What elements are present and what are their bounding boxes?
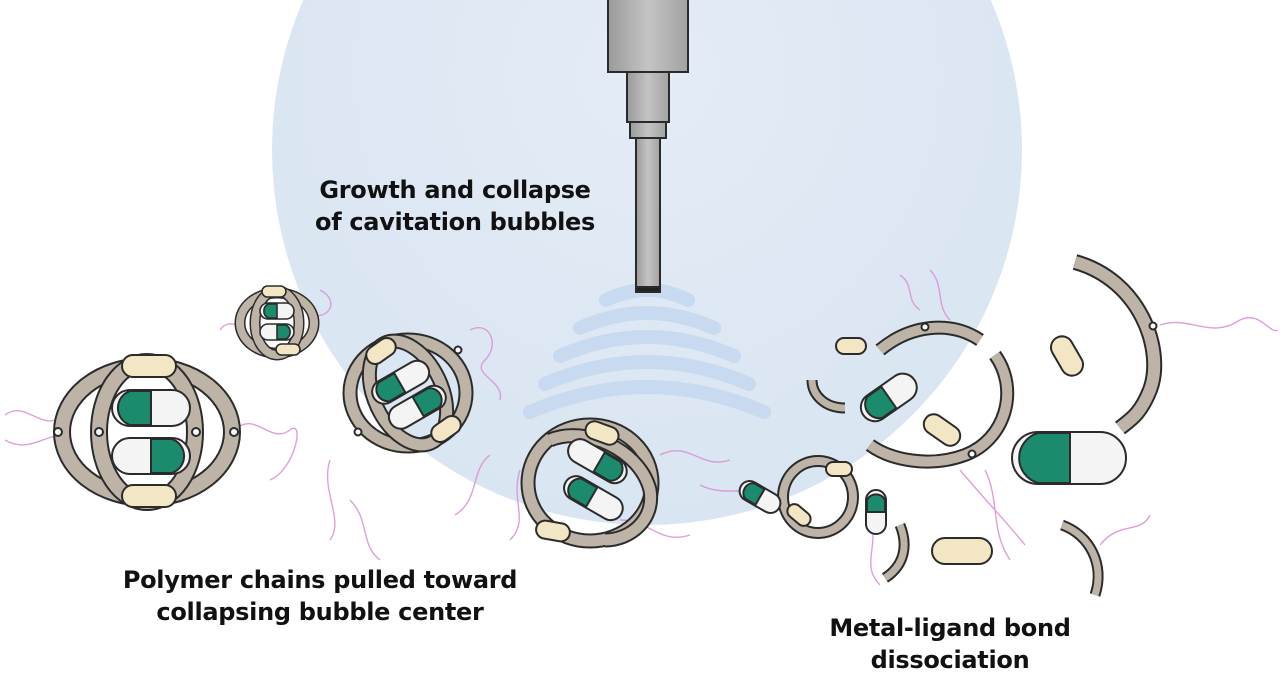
dissociation-fragments bbox=[738, 254, 1163, 597]
metal-ligand-ring-assembly-icon bbox=[234, 285, 320, 361]
ultrasonic-probe-icon bbox=[607, 0, 689, 293]
cavitation-label: Growth and collapse of cavitation bubble… bbox=[290, 174, 620, 238]
ligand-capsule-icon bbox=[865, 489, 887, 535]
bond-label: Metal-ligand bond dissociation bbox=[790, 612, 1110, 676]
metal-ligand-ring-assembly-icon bbox=[53, 353, 241, 511]
bond-label-line-1: Metal-ligand bond bbox=[829, 614, 1071, 642]
ultrasound-waves-icon bbox=[523, 283, 771, 419]
cavitation-label-line-1: Growth and collapse bbox=[319, 176, 591, 204]
metal-ligand-ring-assembly-icon bbox=[342, 332, 474, 454]
metal-ligand-ring-assembly-icon bbox=[520, 417, 660, 549]
cavitation-label-line-2: of cavitation bubbles bbox=[315, 208, 595, 236]
polymer-label: Polymer chains pulled toward collapsing … bbox=[70, 564, 570, 628]
ligand-capsule-icon bbox=[1011, 431, 1127, 485]
ligand-capsule-icon bbox=[859, 372, 918, 423]
polymer-label-line-2: collapsing bubble center bbox=[156, 598, 484, 626]
bond-label-line-2: dissociation bbox=[870, 646, 1030, 674]
ligand-capsule-icon bbox=[738, 480, 782, 514]
polymer-label-line-1: Polymer chains pulled toward bbox=[122, 566, 518, 594]
